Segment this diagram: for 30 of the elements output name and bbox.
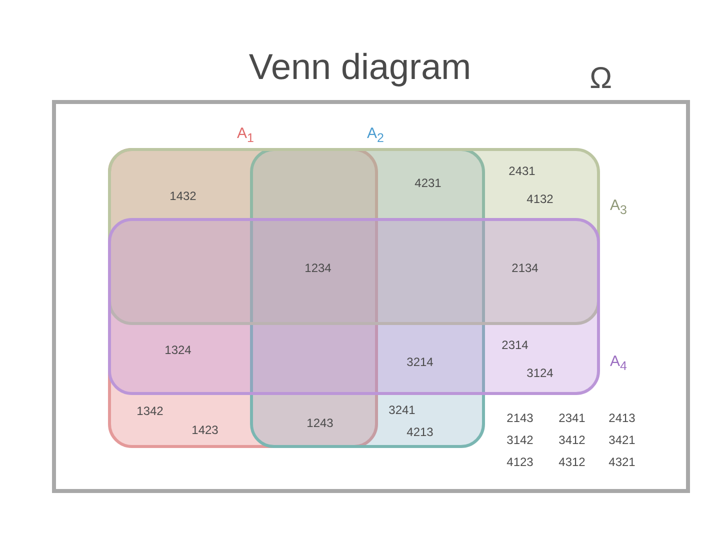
permutation-label: 1423 bbox=[192, 423, 218, 437]
set-label: A$_{1}$ bbox=[237, 125, 254, 147]
permutation-label: 3241 bbox=[388, 403, 416, 417]
permutation-label: 4312 bbox=[558, 455, 586, 469]
permutation-label: 4123 bbox=[506, 455, 534, 469]
permutation-label: 4132 bbox=[526, 192, 554, 206]
permutation-label: 2143 bbox=[506, 411, 534, 425]
set-label: A$_{2}$ bbox=[367, 125, 384, 147]
permutation-label: 2134 bbox=[512, 261, 538, 275]
permutation-label: 2341 bbox=[558, 411, 586, 425]
permutation-label: 1234 bbox=[304, 261, 332, 275]
permutation-label: 2413 bbox=[608, 411, 636, 425]
permutation-label: 3214 bbox=[406, 355, 434, 369]
permutation-label: 3412 bbox=[558, 433, 586, 447]
permutation-label: 4231 bbox=[414, 176, 442, 190]
permutation-label: 3142 bbox=[506, 433, 534, 447]
title: Venn diagram bbox=[248, 46, 472, 88]
permutation-label: 4321 bbox=[608, 455, 636, 469]
permutation-label: 1243 bbox=[306, 416, 334, 430]
permutation-label: 1342 bbox=[136, 404, 164, 418]
universal-set-label: Ω bbox=[590, 62, 612, 96]
permutation-label: 2314 bbox=[502, 338, 528, 352]
set-label: A$_{4}$ bbox=[610, 353, 627, 375]
set-label: A$_{3}$ bbox=[610, 197, 627, 219]
permutation-label: 3421 bbox=[608, 433, 636, 447]
permutation-label: 4213 bbox=[406, 425, 434, 439]
permutation-label: 1324 bbox=[164, 343, 192, 357]
permutation-label: 3124 bbox=[526, 366, 554, 380]
permutation-label: 1432 bbox=[170, 189, 196, 203]
permutation-label: 2431 bbox=[508, 164, 536, 178]
